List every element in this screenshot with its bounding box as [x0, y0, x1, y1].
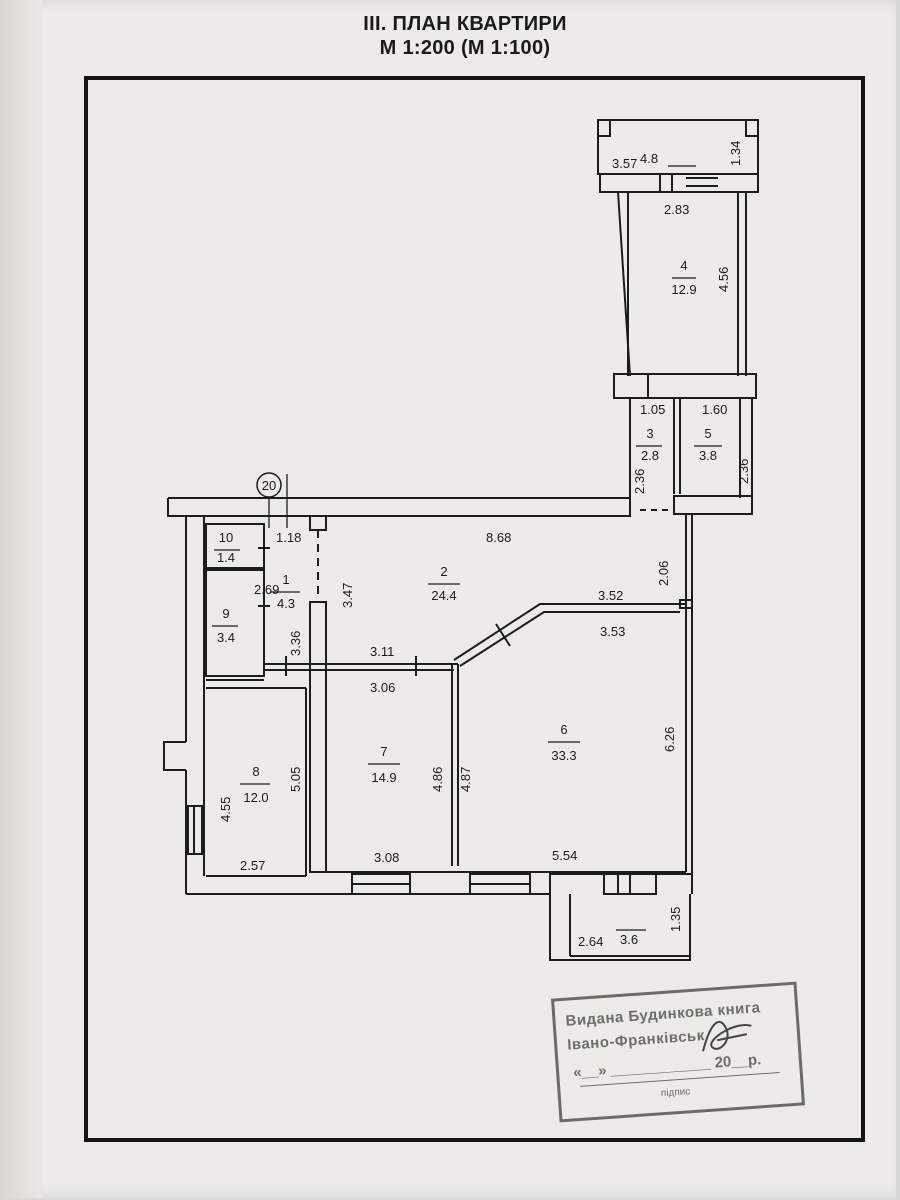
- dim-room8-height-2: 4.55: [218, 797, 233, 822]
- stamp-line-2: Івано-Франківськ: [566, 1027, 706, 1054]
- dim-room1-height: 2.69: [254, 582, 279, 597]
- stamp-line-4: підпис: [660, 1086, 691, 1100]
- paper-sheet: [10, 0, 896, 1198]
- room7-number: 7: [380, 744, 387, 759]
- room10-area: 1.4: [217, 550, 235, 565]
- balcony-bottom-outer: [549, 894, 691, 961]
- room4-area: 12.9: [671, 282, 696, 297]
- dim-room6-bottom: 5.54: [552, 848, 577, 863]
- room3-number: 3: [646, 426, 653, 441]
- dim-room5-width: 1.60: [702, 402, 727, 417]
- title-block: III. ПЛАН КВАРТИРИ М 1:200 (М 1:100): [200, 12, 730, 60]
- paper-fold: [0, 0, 42, 1198]
- room1-area: 4.3: [277, 596, 295, 611]
- room2-number: 2: [440, 564, 447, 579]
- wall-lines: [163, 119, 759, 961]
- marker-number: 20: [262, 478, 276, 493]
- room8-area: 12.0: [243, 790, 268, 805]
- dim-room7-width: 3.06: [370, 680, 395, 695]
- dim-balcony-top-width: 3.57: [612, 156, 637, 171]
- dim-room2-height: 3.47: [340, 583, 355, 608]
- dim-room2-width-2: 3.52: [598, 588, 623, 603]
- dim-room7-height-2: 4.87: [458, 767, 473, 792]
- room2-area: 24.4: [431, 588, 456, 603]
- dim-room2-width: 8.68: [486, 530, 511, 545]
- main-top-wall: [168, 497, 631, 517]
- plan-title: III. ПЛАН КВАРТИРИ: [363, 13, 567, 35]
- dim-balcony-bottom-width: 2.64: [578, 934, 603, 949]
- room1-number: 1: [282, 572, 289, 587]
- dim-balcony-top-height: 1.34: [728, 141, 743, 166]
- room3-area: 2.8: [641, 448, 659, 463]
- partition-column: [309, 601, 327, 873]
- plan-scale: М 1:200 (М 1:100): [379, 37, 551, 59]
- plan-frame: [84, 76, 865, 1142]
- room4-bottom-wall: [613, 373, 757, 399]
- dim-room6-height: 6.26: [662, 727, 677, 752]
- balcony-top-wall: [599, 173, 759, 193]
- dim-room1-height-2: 3.36: [288, 631, 303, 656]
- dimension-labels: 3.57 1.34 2.83 4.56 1.05 1.60 2.36 2.36 …: [218, 141, 751, 949]
- dim-room7-top: 3.11: [370, 644, 394, 659]
- door-tick: [495, 623, 511, 647]
- room8-number: 8: [252, 764, 259, 779]
- room4-number: 4: [680, 258, 687, 273]
- dim-room7-bottom: 3.08: [374, 850, 399, 865]
- dim-room10-width: 1.18: [276, 530, 301, 545]
- area-bars: [212, 165, 722, 931]
- balcony-top-post-l: [597, 119, 611, 137]
- balcony-top-post-r: [745, 119, 759, 137]
- dim-room2-height-2: 2.06: [656, 561, 671, 586]
- dim-room7-height: 4.86: [430, 767, 445, 792]
- room9-area: 3.4: [217, 630, 235, 645]
- dim-room8-width: 2.57: [240, 858, 265, 873]
- dim-balcony-bottom-height: 1.35: [668, 907, 683, 932]
- room10-number: 10: [219, 530, 233, 545]
- room7-area: 14.9: [371, 770, 396, 785]
- dim-room3-height: 2.36: [632, 469, 647, 494]
- left-wall-jog: [163, 741, 186, 771]
- dim-room6-width: 3.53: [600, 624, 625, 639]
- balcony-top-area: 4.8: [640, 151, 658, 166]
- wall-notch: [309, 515, 327, 531]
- balcony-bottom-area: 3.6: [620, 932, 638, 947]
- dim-room4-height: 4.56: [716, 267, 731, 292]
- room5-area: 3.8: [699, 448, 717, 463]
- main-top-left: [167, 498, 190, 517]
- signature-mark: [702, 1020, 752, 1052]
- room6-number: 6: [560, 722, 567, 737]
- room6-top-diagonal: [453, 603, 686, 661]
- room9-number: 9: [222, 606, 229, 621]
- room5-number: 5: [704, 426, 711, 441]
- room6-area: 33.3: [551, 748, 576, 763]
- dim-room5-height: 2.36: [736, 459, 751, 484]
- dim-room8-height: 5.05: [288, 767, 303, 792]
- room6-top-diagonal-2: [459, 611, 680, 667]
- room-labels: 4.8 4 12.9 3 2.8 5 3.8 2 24.4 1 4.3 10 1…: [217, 151, 717, 947]
- dim-room4-width: 2.83: [664, 202, 689, 217]
- registration-stamp: Видана Будинкова книга Івано-Франківськ …: [550, 981, 806, 1123]
- bottom-wall-outer: [186, 873, 693, 895]
- dim-room3-width: 1.05: [640, 402, 665, 417]
- room5-bottom-wall: [673, 495, 753, 515]
